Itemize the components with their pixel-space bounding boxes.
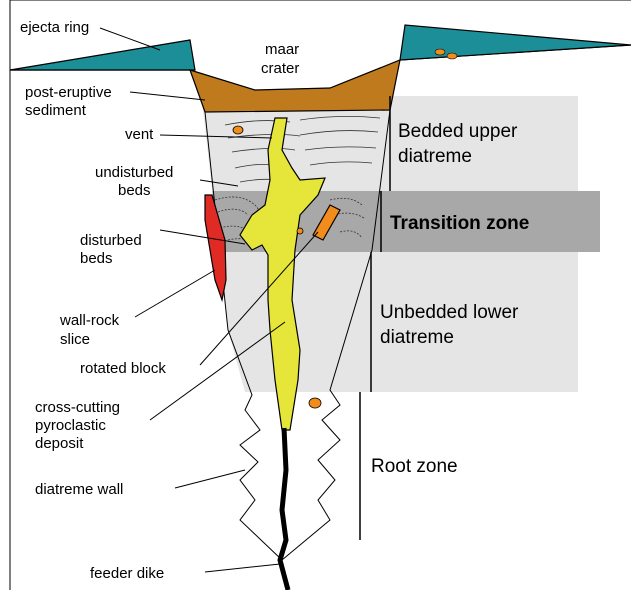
- leader-feeder-dike: [205, 564, 280, 572]
- label-wall-rock: wall-rock: [59, 312, 120, 329]
- leader-post-eruptive: [130, 92, 205, 100]
- zone-label-bedded-upper: diatreme: [398, 146, 472, 167]
- ejecta-ring-right: [400, 25, 631, 60]
- label-undisturbed: beds: [118, 182, 151, 199]
- clast: [297, 228, 303, 234]
- label-undisturbed: undisturbed: [95, 164, 173, 181]
- leader-ejecta-ring: [100, 28, 160, 50]
- label-pyroclastic: deposit: [35, 435, 84, 452]
- label-ejecta-ring: ejecta ring: [20, 19, 89, 36]
- zone-label-unbedded-lower: Unbedded lower: [380, 302, 519, 323]
- label-vent: vent: [125, 126, 154, 143]
- label-pyroclastic: cross-cutting: [35, 399, 120, 416]
- clast: [233, 126, 243, 134]
- label-pyroclastic: pyroclastic: [35, 417, 106, 434]
- label-diatreme-wall: diatreme wall: [35, 481, 123, 498]
- label-feeder-dike: feeder dike: [90, 565, 164, 582]
- leader-diatreme-wall: [175, 470, 245, 488]
- clast: [309, 398, 321, 408]
- feeder-dike: [280, 428, 288, 590]
- zone-label-transition: Transition zone: [390, 213, 529, 234]
- ejecta-clast: [447, 53, 457, 59]
- label-rotated-block: rotated block: [80, 360, 166, 377]
- label-maar-crater: crater: [261, 60, 299, 77]
- label-post-eruptive: sediment: [25, 102, 87, 119]
- zone-label-unbedded-lower: diatreme: [380, 327, 454, 348]
- label-disturbed: disturbed: [80, 232, 142, 249]
- zone-label-bedded-upper: Bedded upper: [398, 121, 518, 142]
- label-maar-crater: maar: [265, 41, 299, 58]
- label-disturbed: beds: [80, 250, 113, 267]
- ejecta-ring-left: [10, 40, 195, 70]
- ejecta-clast: [435, 49, 445, 55]
- label-post-eruptive: post-eruptive: [25, 84, 112, 101]
- zone-label-root: Root zone: [371, 456, 458, 477]
- label-wall-rock: slice: [60, 331, 90, 348]
